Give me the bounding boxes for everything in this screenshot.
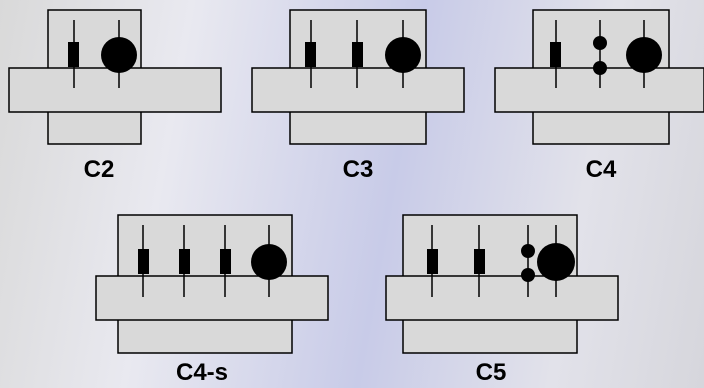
- connector-middle-plate: [95, 275, 329, 321]
- pin-bar: [138, 249, 149, 274]
- pin-big-circle: [626, 37, 662, 73]
- pin-bar: [305, 42, 316, 67]
- connector-c2: [8, 9, 222, 145]
- connector-c3: [251, 9, 465, 145]
- connector-c4: [494, 9, 704, 145]
- connector-bottom-block: [532, 109, 670, 145]
- label-c3: C3: [342, 156, 374, 183]
- pin-small-dot: [521, 244, 535, 258]
- pin-bar: [474, 249, 485, 274]
- label-c4: C4: [585, 156, 617, 183]
- connector-middle-plate: [8, 67, 222, 113]
- pin-bar: [550, 42, 561, 67]
- pin-bar: [220, 249, 231, 274]
- connector-bottom-block: [289, 109, 427, 145]
- pin-bar: [352, 42, 363, 67]
- pin-bar: [179, 249, 190, 274]
- connector-bottom-block: [402, 317, 578, 354]
- connector-middle-plate: [251, 67, 465, 113]
- pin-bar: [68, 42, 79, 67]
- connector-bottom-block: [47, 109, 142, 145]
- connector-middle-plate: [385, 275, 619, 321]
- label-c2: C2: [83, 156, 115, 183]
- connector-bottom-block: [117, 317, 293, 354]
- label-c5: C5: [475, 359, 507, 386]
- pin-big-circle: [101, 37, 137, 73]
- pin-big-circle: [385, 37, 421, 73]
- connector-c5: [385, 214, 619, 354]
- label-c4-s: C4-s: [175, 359, 229, 386]
- pin-big-circle: [537, 243, 575, 281]
- pin-big-circle: [251, 244, 287, 280]
- pin-bar: [427, 249, 438, 274]
- pin-small-dot: [521, 268, 535, 282]
- pin-small-dot: [593, 61, 607, 75]
- connector-c4-s: [95, 214, 329, 354]
- pin-small-dot: [593, 36, 607, 50]
